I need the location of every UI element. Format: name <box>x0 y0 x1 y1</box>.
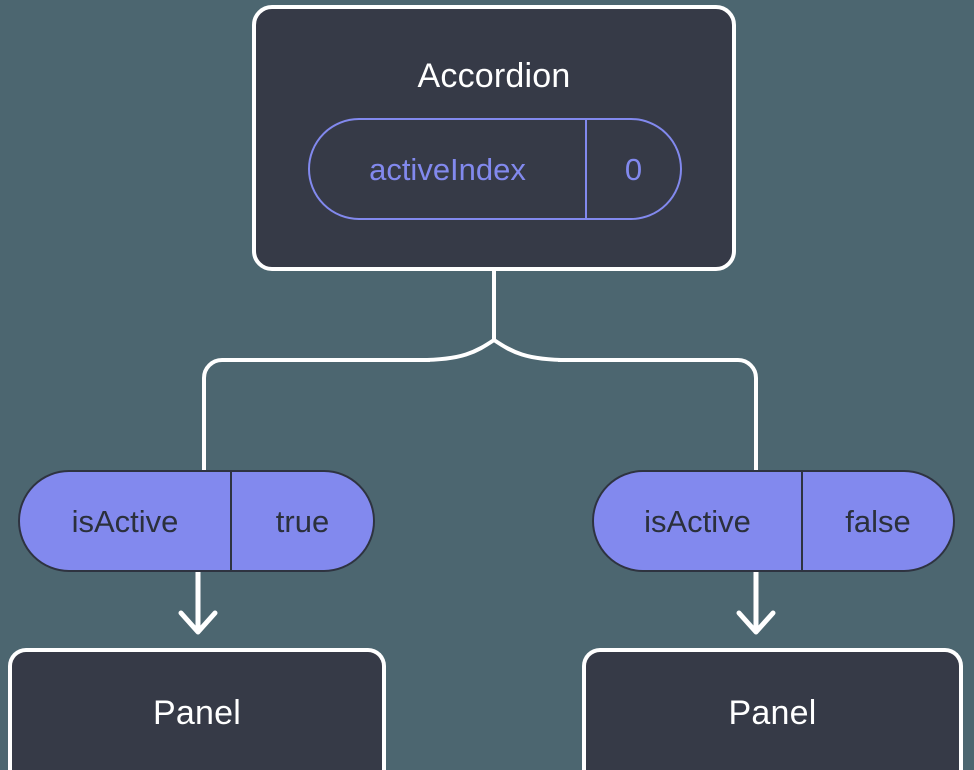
connector-branch-right <box>558 358 758 472</box>
state-badge-active-index[interactable]: activeIndex 0 <box>308 118 682 220</box>
node-accordion-label: Accordion <box>417 57 571 95</box>
node-panel-right[interactable]: Panel <box>582 648 963 770</box>
connector-branch-left <box>202 358 430 472</box>
prop-badge-is-active-true[interactable]: isActive true <box>18 470 375 572</box>
state-badge-key: activeIndex <box>369 151 526 187</box>
prop-badge-value: true <box>230 472 373 570</box>
prop-badge-key: isActive <box>71 503 179 539</box>
prop-badge-is-active-false[interactable]: isActive false <box>592 470 955 572</box>
connector-tee <box>418 338 570 362</box>
state-badge-value: 0 <box>585 120 680 218</box>
node-panel-right-label: Panel <box>728 694 817 732</box>
arrow-head-left <box>178 610 218 635</box>
node-panel-left-label: Panel <box>153 694 241 732</box>
prop-badge-key: isActive <box>644 503 751 539</box>
prop-badge-value: false <box>801 472 953 570</box>
arrow-head-right <box>736 610 776 635</box>
node-panel-left[interactable]: Panel <box>8 648 386 770</box>
